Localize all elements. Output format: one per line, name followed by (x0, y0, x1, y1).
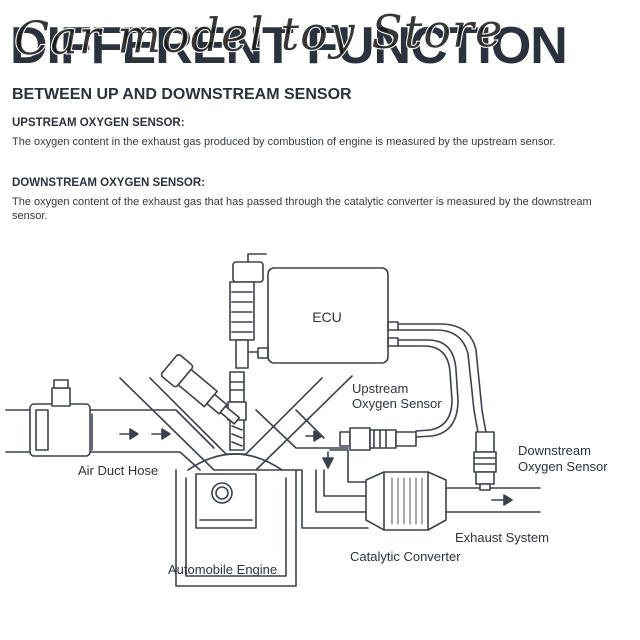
upstream-sensor-boot (395, 431, 417, 447)
wire-downstream-a (397, 323, 487, 433)
engine-label: Automobile Engine (168, 562, 277, 577)
exhaust-lower-b (315, 469, 369, 513)
upstream-sensor-hex (349, 427, 371, 451)
ecu-label: ECU (312, 309, 342, 325)
ecu-box (267, 267, 389, 364)
downstream-heading: DOWNSTREAM OXYGEN SENSOR: (12, 177, 205, 189)
downstream-sensor-body (473, 451, 497, 473)
page-subtitle: BETWEEN UP AND DOWNSTREAM SENSOR (12, 86, 352, 103)
downstream-label-line1: Downstream (518, 443, 591, 458)
upstream-sensor-tip (339, 431, 351, 447)
upstream-sensor (339, 427, 417, 451)
upstream-heading: UPSTREAM OXYGEN SENSOR: (12, 117, 185, 129)
plug-thread-lines (231, 425, 243, 447)
upstream-label-line1: Upstream (352, 381, 408, 396)
plug-insulator (229, 371, 245, 403)
catalytic-label: Catalytic Converter (350, 549, 461, 564)
maf-flange (35, 409, 49, 451)
duct-top-bend (175, 409, 215, 449)
sensor-wiring (245, 323, 487, 438)
air-flow-arrowhead-1 (129, 428, 139, 440)
coil-connector (247, 253, 267, 263)
spark-plug (227, 371, 247, 451)
downstream-description: The oxygen content of the exhaust gas th… (12, 196, 592, 222)
exhaust-out-arrowhead (503, 494, 513, 506)
ecu-connector-bottom (387, 337, 399, 347)
plug-ribs (229, 381, 245, 391)
upstream-sensor-ribs (373, 429, 387, 449)
plug-thread (229, 419, 245, 451)
downstream-sensor (473, 431, 497, 491)
converter-ribs (391, 477, 423, 525)
exhaust-path (255, 409, 369, 529)
air-duct (5, 379, 215, 471)
engine-block (119, 375, 353, 587)
exhaust-flow-arrowhead (313, 430, 323, 442)
air-duct-label: Air Duct Hose (78, 463, 158, 478)
wire-upstream-b (397, 345, 453, 432)
head-outer (119, 375, 353, 471)
downstream-sensor-ribs (473, 457, 497, 465)
ecu-connector-top (387, 321, 399, 331)
page-title: DIFFERENT FUNCTION (10, 17, 568, 75)
air-flow-arrowhead-2 (161, 428, 171, 440)
coil-boot (235, 339, 249, 369)
maf-connector (51, 387, 71, 407)
converter-seams (383, 471, 429, 531)
downstream-label-line2: Oxygen Sensor (518, 459, 608, 474)
converter-shell (365, 471, 447, 531)
exhaust-label: Exhaust System (455, 530, 549, 545)
upstream-description: The oxygen content in the exhaust gas pr… (12, 136, 556, 148)
wire-upstream-a (397, 339, 459, 438)
maf-plug (53, 379, 69, 389)
ecu-unit: ECU (257, 267, 399, 364)
ecu-connector-left (257, 347, 269, 359)
pipe-upper (329, 449, 367, 483)
piston-pin-outer (211, 482, 233, 504)
downstream-sensor-boot (475, 431, 495, 453)
exhaust-lower-a (255, 469, 369, 529)
exhaust-top-a (255, 409, 349, 449)
downstream-sensor-tip (479, 483, 491, 491)
injector-tip (219, 405, 241, 425)
ignition-coil (229, 253, 267, 369)
coil-ribs (231, 291, 253, 333)
downstream-sensor-hex (475, 471, 495, 485)
pipe-lower (323, 469, 367, 497)
combustion-dome (187, 453, 283, 471)
upstream-label-line2: Oxygen Sensor (352, 396, 442, 411)
engine-body-inner (185, 477, 287, 577)
exhaust-down-arrowhead (322, 457, 334, 469)
wire-downstream-b (397, 329, 479, 433)
piston-pin-inner (215, 486, 229, 500)
fuel-injector (160, 353, 241, 425)
coil-cap (232, 261, 264, 283)
catalytic-converter (365, 471, 541, 531)
engine-body-outer (175, 469, 297, 587)
exhaust-top-b (295, 409, 325, 439)
